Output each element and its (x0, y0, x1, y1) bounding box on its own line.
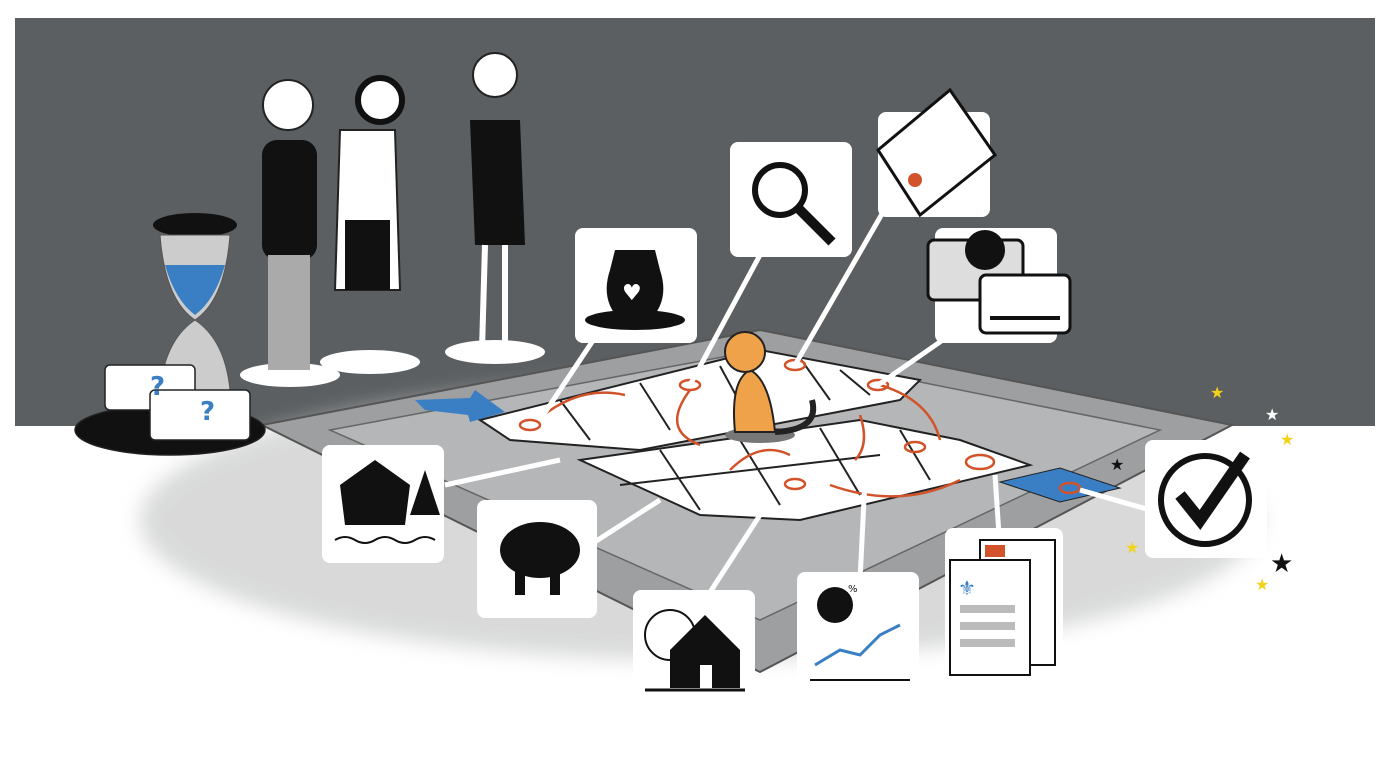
tile-magnifier (730, 142, 852, 257)
tile-chart: % (797, 572, 919, 687)
tile-id-cards (926, 228, 1072, 343)
start-arrow (415, 390, 505, 422)
svg-text:♥: ♥ (622, 281, 642, 306)
svg-text:★: ★ (1110, 455, 1124, 474)
svg-text:★: ★ (1210, 383, 1224, 402)
percent-glyph: % (848, 584, 858, 595)
tile-checkmark (1145, 440, 1267, 558)
board-path-lower (576, 418, 1034, 522)
svg-text:★: ★ (1255, 575, 1269, 594)
stars: ★★ ★★ ★★ ★ (1110, 383, 1294, 594)
cat-figure (724, 331, 817, 443)
pointer-lines (444, 198, 1151, 602)
tile-forms: ⚜ (945, 528, 1063, 676)
svg-text:⚜: ⚜ (958, 576, 976, 600)
hourglass (153, 213, 237, 391)
svg-text:★: ★ (1280, 430, 1294, 449)
svg-text:★: ★ (1125, 538, 1139, 557)
tile-house (633, 590, 755, 705)
tile-piggy-bank (477, 500, 597, 618)
tile-urn: ♥ (575, 228, 697, 343)
svg-text:?: ? (200, 397, 215, 427)
people (240, 52, 545, 387)
svg-text:★: ★ (1265, 405, 1279, 424)
tile-cottage (322, 445, 444, 563)
svg-text:?: ? (150, 372, 165, 402)
svg-text:★: ★ (1270, 549, 1293, 579)
tile-documents (876, 87, 998, 218)
question-cards: ? ? (74, 364, 266, 456)
